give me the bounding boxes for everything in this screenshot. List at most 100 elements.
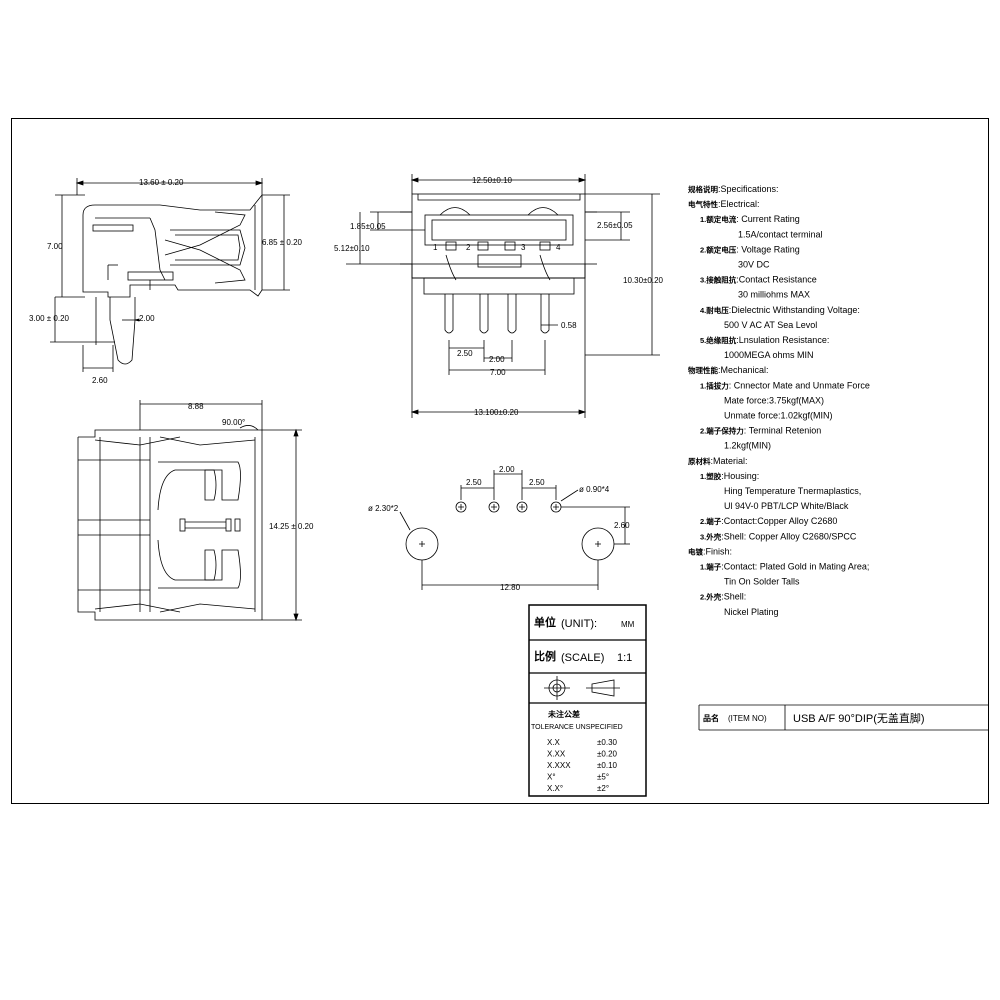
item-value: USB A/F 90°DIP(无盖直脚) bbox=[793, 711, 925, 725]
spec-line-text: : Current Rating bbox=[736, 214, 800, 224]
spec-line-cn: 3.接触阻抗 bbox=[700, 275, 737, 285]
side-view: 13.60 ± 0.20 7.00 6.85 ± 0.20 3.00 ± 0.2… bbox=[29, 178, 303, 385]
tolerance-value: ±0.10 bbox=[597, 761, 618, 770]
spec-line: 1.插拔力: Cnnector Mate and Unmate Force bbox=[700, 380, 870, 390]
title-block: 单位 (UNIT): MM 比例 (SCALE) 1:1 未注公差 TOLERA… bbox=[528, 604, 647, 797]
spec-line-cn: 1.塑胶 bbox=[700, 471, 722, 481]
dim-side-685: 6.85 ± 0.20 bbox=[262, 238, 303, 247]
spec-line-text: 1.2kgf(MIN) bbox=[724, 441, 771, 451]
spec-line-cn: 物理性能 bbox=[688, 365, 718, 375]
spec-line: 原材料:Material: bbox=[688, 456, 748, 466]
spec-line: 30V DC bbox=[738, 260, 770, 270]
spec-line: 1000MEGA ohms MIN bbox=[724, 350, 814, 360]
spec-line-text: :Contact: Plated Gold in Mating Area; bbox=[721, 562, 869, 572]
dim-pcb-250a: 2.50 bbox=[466, 478, 482, 487]
spec-line: 1.塑胶:Housing: bbox=[700, 471, 759, 481]
spec-line: Hing Temperature Tnermaplastics, bbox=[724, 486, 861, 496]
spec-line-text: 1.5A/contact terminal bbox=[738, 229, 823, 239]
tolerance-table: X.X±0.30X.XX±0.20X.XXX±0.10X°±5°X.X°±2° bbox=[547, 738, 618, 793]
spec-line-text: :Mechanical: bbox=[718, 365, 769, 375]
spec-line: Tin On Solder Talls bbox=[724, 577, 800, 587]
unit-value: MM bbox=[621, 620, 635, 629]
dim-top-1425: 14.25 ± 0.20 bbox=[269, 522, 314, 531]
tolerance-value: ±2° bbox=[597, 784, 609, 793]
dim-top-90: 90.00° bbox=[222, 418, 245, 427]
spec-line-text: : Terminal Retenion bbox=[744, 426, 822, 436]
unit-label: (UNIT): bbox=[561, 618, 597, 630]
spec-line-cn: 2.外壳 bbox=[700, 592, 722, 602]
spec-line-cn: 电气特性 bbox=[688, 199, 718, 209]
spec-line: 2.额定电压: Voltage Rating bbox=[700, 244, 800, 254]
spec-line-text: :Housing: bbox=[721, 471, 759, 481]
spec-line-text: : Cnnector Mate and Unmate Force bbox=[729, 380, 870, 390]
spec-line-text: : Voltage Rating bbox=[736, 244, 800, 254]
tolerance-value: ±0.20 bbox=[597, 750, 618, 759]
projection-symbol-icon bbox=[544, 676, 620, 700]
dim-front-700: 7.00 bbox=[490, 368, 506, 377]
tolerance-title: TOLERANCE UNSPECIFIED bbox=[531, 724, 623, 731]
spec-line: 电镀:Finish: bbox=[688, 546, 732, 556]
spec-line-text: :Lnsulation Resistance: bbox=[736, 335, 829, 345]
spec-line: Nickel Plating bbox=[724, 607, 779, 617]
dim-pcb-250b: 2.50 bbox=[529, 478, 545, 487]
spec-line-text: :Contact:Copper Alloy C2680 bbox=[721, 516, 837, 526]
scale-cn: 比例 bbox=[534, 649, 556, 663]
dim-front-250: 2.50 bbox=[457, 349, 473, 358]
spec-line-cn: 3.外壳 bbox=[700, 531, 722, 541]
pin-label-1: 1 bbox=[433, 243, 438, 252]
tolerance-key: X.XX bbox=[547, 750, 566, 759]
dim-front-256: 2.56±0.05 bbox=[597, 221, 633, 230]
spec-line: 2.端子保持力: Terminal Retenion bbox=[700, 426, 821, 436]
spec-line-cn: 规格说明 bbox=[688, 184, 718, 194]
tolerance-key: X.X bbox=[547, 738, 561, 747]
spec-line: Mate force:3.75kgf(MAX) bbox=[724, 395, 824, 405]
spec-line-cn: 1.额定电流 bbox=[700, 214, 737, 224]
spec-line-cn: 2.端子 bbox=[700, 516, 722, 526]
scale-label: (SCALE) bbox=[561, 652, 604, 664]
tolerance-key: X.X° bbox=[547, 784, 563, 793]
spec-line-text: :Contact Resistance bbox=[736, 275, 817, 285]
spec-line: 4.耐电压:Dielectnic Withstanding Voltage: bbox=[700, 305, 860, 315]
pin-label-3: 3 bbox=[521, 243, 526, 252]
spec-line: 1.5A/contact terminal bbox=[738, 229, 823, 239]
spec-line-cn: 1.端子 bbox=[700, 562, 722, 572]
spec-line: 30 milliohms MAX bbox=[738, 290, 810, 300]
spec-line-text: :Finish: bbox=[703, 546, 732, 556]
spec-line-text: 30 milliohms MAX bbox=[738, 290, 810, 300]
spec-line-text: :Specifications: bbox=[718, 184, 779, 194]
spec-line-cn: 2.额定电压 bbox=[700, 244, 737, 254]
dim-front-200: 2.00 bbox=[489, 355, 505, 364]
spec-line-text: Tin On Solder Talls bbox=[724, 577, 800, 587]
spec-line: 1.额定电流: Current Rating bbox=[700, 214, 800, 224]
spec-line-text: Hing Temperature Tnermaplastics, bbox=[724, 486, 861, 496]
top-view: 8.88 90.00° 14.25 ± 0.20 bbox=[77, 400, 314, 622]
spec-line: 3.接触阻抗:Contact Resistance bbox=[700, 275, 817, 285]
item-cn: 品名 bbox=[703, 713, 719, 723]
dim-side-width: 13.60 ± 0.20 bbox=[139, 178, 184, 187]
dim-pcb-1280: 12.80 bbox=[500, 583, 521, 592]
item-label: (ITEM NO) bbox=[728, 714, 767, 723]
spec-line: 电气特性:Electrical: bbox=[688, 199, 760, 209]
spec-line-text: Unmate force:1.02kgf(MIN) bbox=[724, 411, 833, 421]
dim-side-7: 7.00 bbox=[47, 242, 63, 251]
spec-line-cn: 电镀 bbox=[688, 546, 703, 556]
tolerance-cn: 未注公差 bbox=[547, 709, 580, 719]
spec-line: 2.外壳:Shell: bbox=[700, 592, 746, 602]
dim-pcb-200: 2.00 bbox=[499, 465, 515, 474]
dim-front-1030: 10.30±0.20 bbox=[623, 276, 664, 285]
spec-line: 5.绝缘阻抗:Lnsulation Resistance: bbox=[700, 335, 829, 345]
dim-side-300: 3.00 ± 0.20 bbox=[29, 314, 70, 323]
spec-line-cn: 4.耐电压 bbox=[700, 305, 729, 315]
dim-front-512: 5.12±0.10 bbox=[334, 244, 370, 253]
dim-front-13100: 13.100±0.20 bbox=[474, 408, 519, 417]
dim-side-260: 2.60 bbox=[92, 376, 108, 385]
spec-line-text: :Electrical: bbox=[718, 199, 760, 209]
front-view: 12.50±0.10 1 2 3 4 bbox=[334, 174, 664, 418]
unit-cn: 单位 bbox=[534, 615, 556, 629]
spec-line: 500 V AC AT Sea Levol bbox=[724, 320, 817, 330]
scale-value: 1:1 bbox=[617, 652, 632, 664]
dim-pcb-090: ø 0.90*4 bbox=[579, 485, 610, 494]
spec-line: Ul 94V-0 PBT/LCP White/Black bbox=[724, 501, 849, 511]
spec-line-cn: 2.端子保持力 bbox=[700, 426, 744, 436]
item-row: 品名 (ITEM NO) USB A/F 90°DIP(无盖直脚) bbox=[698, 704, 989, 731]
